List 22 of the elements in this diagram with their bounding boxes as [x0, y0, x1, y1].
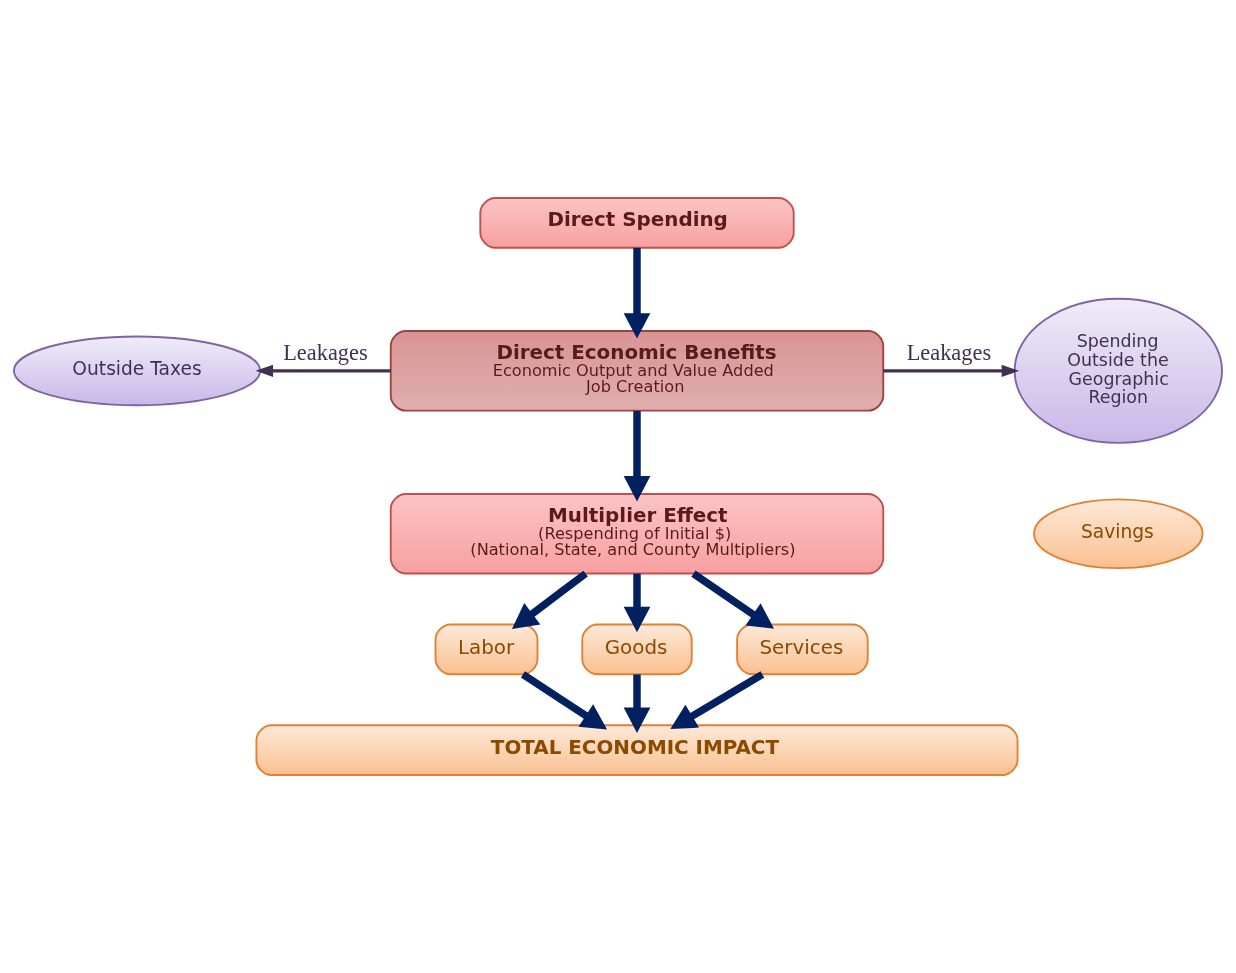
edge-label: Leakages	[283, 340, 368, 366]
arrow	[511, 570, 588, 630]
node-box: Labor	[434, 623, 539, 676]
node-ellipse: Outside Taxes	[12, 335, 262, 407]
arrow	[623, 410, 651, 502]
arrow	[255, 364, 391, 377]
node-box: Direct Spending	[479, 197, 795, 249]
node-box: TOTAL ECONOMIC IMPACT	[255, 724, 1019, 776]
node-ellipse: Spending Outside the Geographic Region	[1013, 297, 1223, 444]
node-box: Direct Economic Benefits Economic Output and Value Added Job Creation	[389, 330, 885, 412]
node-box: Goods	[581, 623, 693, 676]
arrow	[520, 671, 608, 730]
edge-label: Leakages	[906, 340, 992, 366]
arrow	[623, 674, 651, 734]
arrow	[883, 364, 1020, 377]
node-box: Multiplier Effect (Respending of Initial $) (National, State, and County Multipliers)	[389, 493, 885, 575]
arrow	[623, 247, 651, 339]
arrow	[623, 573, 651, 633]
node-box: Services	[736, 623, 869, 676]
arrow	[670, 671, 765, 730]
arrow	[691, 570, 775, 629]
node-ellipse: Savings	[1033, 498, 1204, 570]
